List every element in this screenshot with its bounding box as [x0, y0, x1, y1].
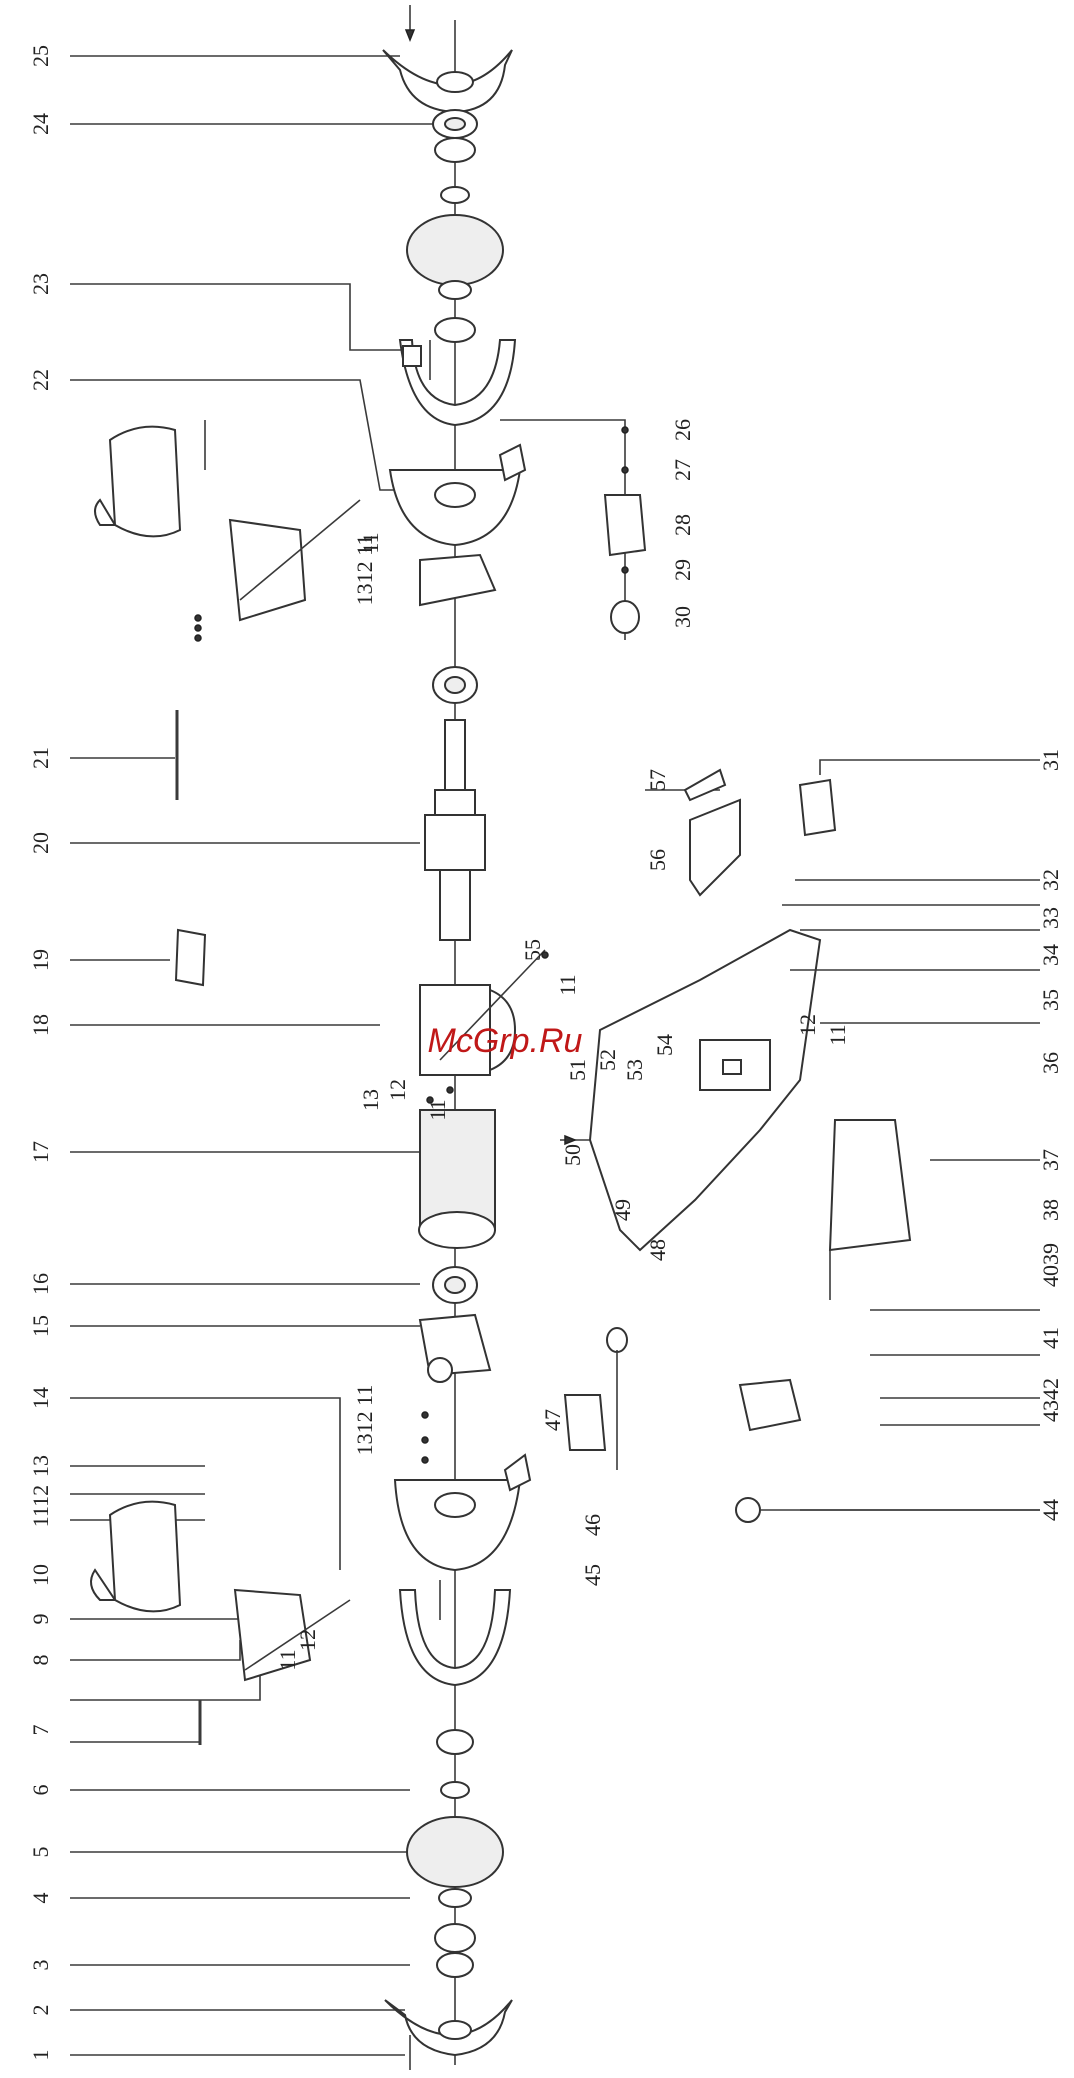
- label-11-c: 11: [358, 532, 383, 553]
- label-12-base: 12: [795, 1014, 820, 1036]
- label-49: 49: [610, 1199, 635, 1221]
- leader-lines-right: [782, 880, 1040, 1510]
- label-54: 54: [652, 1034, 677, 1056]
- tool-rest-upper-part: [420, 555, 495, 605]
- label-1112: 1112: [28, 1485, 53, 1527]
- eye-shield-lower-part: [91, 1502, 350, 1745]
- label-50: 50: [560, 1144, 585, 1166]
- label-11-base: 11: [825, 1024, 850, 1045]
- label-24: 24: [28, 113, 53, 135]
- label-13-a: 13: [358, 1089, 383, 1111]
- label-57: 57: [645, 769, 670, 791]
- side-cover-upper-part: [390, 445, 525, 545]
- label-41: 41: [1038, 1327, 1063, 1349]
- label-1312-11-lower: 1312 11: [352, 1385, 377, 1456]
- label-13: 13: [28, 1455, 53, 1477]
- label-6: 6: [28, 1785, 53, 1796]
- wheel-guard-top-part: [383, 5, 512, 112]
- relay-part: [740, 1380, 800, 1430]
- label-53: 53: [622, 1059, 647, 1081]
- label-11-d: 11: [275, 1649, 300, 1670]
- label-38: 38: [1038, 1199, 1063, 1221]
- label-2: 2: [28, 2005, 53, 2016]
- eye-shield-upper-part: [95, 420, 360, 641]
- stator-part: [419, 1110, 495, 1248]
- label-56: 56: [645, 849, 670, 871]
- label-27: 27: [670, 459, 695, 481]
- label-7: 7: [28, 1725, 53, 1736]
- label-34: 34: [1038, 944, 1063, 966]
- label-14: 14: [28, 1387, 53, 1409]
- label-8: 8: [28, 1655, 53, 1666]
- label-5: 5: [28, 1847, 53, 1858]
- label-20: 20: [28, 832, 53, 854]
- label-9: 9: [28, 1614, 53, 1625]
- label-4: 4: [28, 1893, 53, 1904]
- left-label-column: 25 24 23 22 21 20 19 18 17 16 15 14 13 1…: [28, 45, 53, 2061]
- label-55: 55: [520, 939, 545, 961]
- flange-nut-top-part: [433, 110, 477, 162]
- leader-lines-left: [70, 56, 438, 2055]
- label-19: 19: [28, 949, 53, 971]
- vertical-group-labels: 30 29 28 27 26: [670, 419, 695, 628]
- label-1: 1: [28, 2050, 53, 2061]
- label-46: 46: [580, 1514, 605, 1536]
- right-label-column: 31 32 33 34 35 36 37 38 4039 41 4342 44: [1038, 749, 1063, 1521]
- label-48: 48: [645, 1239, 670, 1261]
- label-45: 45: [580, 1564, 605, 1586]
- label-10: 10: [28, 1564, 53, 1586]
- label-11-b: 11: [555, 974, 580, 995]
- label-32: 32: [1038, 869, 1063, 891]
- bearing-upper-part: [433, 667, 477, 703]
- label-52: 52: [595, 1049, 620, 1071]
- bearing-lower-part: [433, 1267, 477, 1303]
- label-3: 3: [28, 1960, 53, 1971]
- label-21: 21: [28, 747, 53, 769]
- label-31: 31: [1038, 749, 1063, 771]
- label-4039: 4039: [1038, 1243, 1063, 1287]
- label-28: 28: [670, 514, 695, 536]
- bracket-47-part: [565, 1328, 627, 1470]
- label-4342: 4342: [1038, 1378, 1063, 1422]
- label-22: 22: [28, 369, 53, 391]
- label-29: 29: [670, 559, 695, 581]
- label-44: 44: [1038, 1499, 1063, 1521]
- label-30: 30: [670, 606, 695, 628]
- watermark-text: McGrp.Ru: [428, 1022, 583, 1060]
- upper-shaft-labels: 1312 11 1312 11: [352, 535, 377, 1456]
- label-47: 47: [540, 1409, 565, 1431]
- rotor-shaft-part: [425, 720, 485, 940]
- side-cover-lower-part: [395, 1455, 530, 1570]
- label-plate-part: [176, 930, 205, 985]
- label-51: 51: [565, 1059, 590, 1081]
- wheel-guard-upper-part: [400, 340, 515, 425]
- label-23: 23: [28, 273, 53, 295]
- label-12-a: 12: [385, 1079, 410, 1101]
- label-26: 26: [670, 419, 695, 441]
- label-36: 36: [1038, 1052, 1063, 1074]
- label-11-a: 11: [425, 1099, 450, 1120]
- label-35: 35: [1038, 989, 1063, 1011]
- label-25: 25: [28, 45, 53, 67]
- label-16: 16: [28, 1273, 53, 1295]
- label-17: 17: [28, 1141, 53, 1163]
- label-37: 37: [1038, 1149, 1063, 1171]
- cover-plate-part: [830, 1120, 910, 1300]
- label-18: 18: [28, 1014, 53, 1036]
- label-12-b: 12: [295, 1629, 320, 1651]
- label-15: 15: [28, 1315, 53, 1337]
- capacitor-part: [800, 760, 1040, 835]
- label-33: 33: [1038, 907, 1063, 929]
